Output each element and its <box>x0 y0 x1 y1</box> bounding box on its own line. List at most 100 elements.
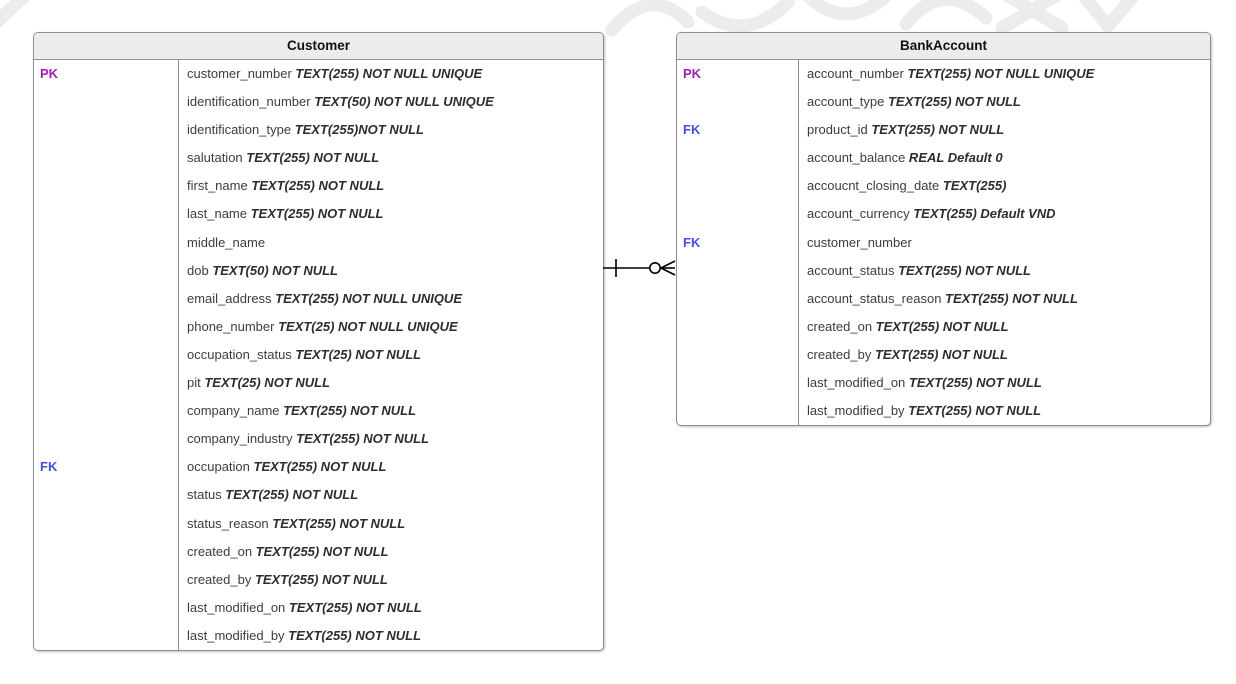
field-name: created_by <box>807 346 872 362</box>
key-cell <box>677 256 799 285</box>
field-type: TEXT(255) NOT NULL <box>284 627 422 643</box>
field-name: company_industry <box>187 431 293 447</box>
field-name: dob <box>187 262 209 278</box>
key-cell <box>34 256 179 285</box>
table-row[interactable]: account_status_reason TEXT(255) NOT NULL <box>799 285 1210 313</box>
table-row[interactable]: account_balance REAL Default 0 <box>799 144 1210 172</box>
field-name: created_on <box>187 543 253 559</box>
field-name: account_status <box>807 262 895 278</box>
table-row[interactable]: status TEXT(255) NOT NULL <box>179 481 603 509</box>
key-cell <box>677 312 799 341</box>
field-name: phone_number <box>187 318 275 334</box>
key-cell <box>677 284 799 313</box>
table-row[interactable]: occupation_status TEXT(25) NOT NULL <box>179 341 603 369</box>
field-name: last_name <box>187 206 247 222</box>
field-name: accoucnt_closing_date <box>807 178 940 194</box>
field-name: customer_number <box>187 66 292 81</box>
table-row[interactable]: pit TEXT(25) NOT NULL <box>179 369 603 397</box>
field-type: TEXT(255) NOT NULL <box>904 403 1042 419</box>
field-type: TEXT(255) NOT NULL <box>905 375 1042 391</box>
key-cell <box>34 312 179 341</box>
key-cell <box>34 537 179 566</box>
table-row[interactable]: identification_type TEXT(255)NOT NULL <box>179 116 603 144</box>
field-name: account_number <box>807 66 904 81</box>
field-name: email_address <box>187 290 272 306</box>
field-name: status <box>187 487 222 503</box>
field-name: salutation <box>187 150 243 166</box>
key-cell <box>34 397 179 426</box>
field-name: last_modified_by <box>807 403 905 419</box>
table-row[interactable]: created_by TEXT(255) NOT NULL <box>799 341 1210 369</box>
table-row[interactable]: company_industry TEXT(255) NOT NULL <box>179 425 603 453</box>
field-name: account_currency <box>807 206 910 222</box>
key-cell: FK <box>677 228 799 257</box>
table-row[interactable]: dob TEXT(50) NOT NULL <box>179 257 603 285</box>
table-row[interactable]: first_name TEXT(255) NOT NULL <box>179 172 603 200</box>
field-type: TEXT(255) NOT NULL <box>871 346 1008 362</box>
field-type: TEXT(50) NOT NULL UNIQUE <box>310 94 494 110</box>
table-row[interactable]: occupation TEXT(255) NOT NULL <box>179 453 603 481</box>
key-cell <box>677 397 799 426</box>
table-row[interactable]: last_name TEXT(255) NOT NULL <box>179 200 603 228</box>
table-row[interactable]: created_on TEXT(255) NOT NULL <box>799 313 1210 341</box>
table-row[interactable]: middle_name <box>179 229 603 257</box>
table-row[interactable]: customer_number TEXT(255) NOT NULL UNIQU… <box>179 60 603 88</box>
key-cell <box>34 425 179 454</box>
field-type: TEXT(255)NOT NULL <box>291 122 424 138</box>
field-name: occupation_status <box>187 346 292 362</box>
key-cell: FK <box>34 453 179 482</box>
table-title: BankAccount <box>677 33 1210 60</box>
field-name: status_reason <box>187 515 269 531</box>
key-cell <box>34 144 179 173</box>
field-type: TEXT(255) NOT NULL <box>247 178 385 194</box>
field-name: first_name <box>187 178 248 194</box>
key-cell <box>677 88 799 117</box>
table-row[interactable]: last_modified_by TEXT(255) NOT NULL <box>179 622 603 650</box>
field-type: TEXT(255) NOT NULL UNIQUE <box>271 290 462 306</box>
field-type: TEXT(255) NOT NULL <box>246 206 384 222</box>
table-row[interactable]: customer_number <box>799 229 1210 257</box>
key-cell <box>677 172 799 201</box>
table-row[interactable]: created_on TEXT(255) NOT NULL <box>179 538 603 566</box>
field-type: TEXT(255) <box>939 178 1007 194</box>
table-row[interactable]: created_by TEXT(255) NOT NULL <box>179 566 603 594</box>
table-row[interactable]: last_modified_by TEXT(255) NOT NULL <box>799 397 1210 425</box>
table-row[interactable]: status_reason TEXT(255) NOT NULL <box>179 510 603 538</box>
table-row[interactable]: identification_number TEXT(50) NOT NULL … <box>179 88 603 116</box>
table-row[interactable]: phone_number TEXT(25) NOT NULL UNIQUE <box>179 313 603 341</box>
field-type: TEXT(25) NOT NULL <box>200 375 331 391</box>
key-cell <box>34 509 179 538</box>
field-type: TEXT(255) NOT NULL <box>251 571 388 587</box>
key-cell <box>34 172 179 201</box>
table-title: Customer <box>34 33 603 60</box>
table-row[interactable]: last_modified_on TEXT(255) NOT NULL <box>179 594 603 622</box>
table-row[interactable]: account_number TEXT(255) NOT NULL UNIQUE <box>799 60 1210 88</box>
key-cell <box>34 116 179 145</box>
table-row[interactable]: salutation TEXT(255) NOT NULL <box>179 144 603 172</box>
field-name: last_modified_on <box>187 599 286 615</box>
table-row[interactable]: product_id TEXT(255) NOT NULL <box>799 116 1210 144</box>
field-type: TEXT(255) NOT NULL <box>941 290 1078 306</box>
field-type: TEXT(255) NOT NULL UNIQUE <box>291 66 483 81</box>
field-name: created_on <box>807 318 873 334</box>
table-row[interactable]: account_type TEXT(255) NOT NULL <box>799 88 1210 116</box>
field-type: TEXT(255) NOT NULL <box>884 94 1021 110</box>
table-row[interactable]: account_status TEXT(255) NOT NULL <box>799 257 1210 285</box>
field-type: TEXT(255) NOT NULL <box>242 150 380 166</box>
field-type: TEXT(255) NOT NULL <box>285 599 422 615</box>
table-row[interactable]: email_address TEXT(255) NOT NULL UNIQUE <box>179 285 603 313</box>
field-name: company_name <box>187 403 280 419</box>
key-cell <box>34 284 179 313</box>
key-cell <box>34 369 179 398</box>
field-type: TEXT(255) NOT NULL UNIQUE <box>903 66 1095 81</box>
table-row[interactable]: last_modified_on TEXT(255) NOT NULL <box>799 369 1210 397</box>
field-type: TEXT(255) NOT NULL <box>268 515 406 531</box>
field-type: TEXT(50) NOT NULL <box>208 262 338 278</box>
table-row[interactable]: accoucnt_closing_date TEXT(255) <box>799 172 1210 200</box>
table-row[interactable]: account_currency TEXT(255) Default VND <box>799 200 1210 228</box>
table-row[interactable]: company_name TEXT(255) NOT NULL <box>179 397 603 425</box>
